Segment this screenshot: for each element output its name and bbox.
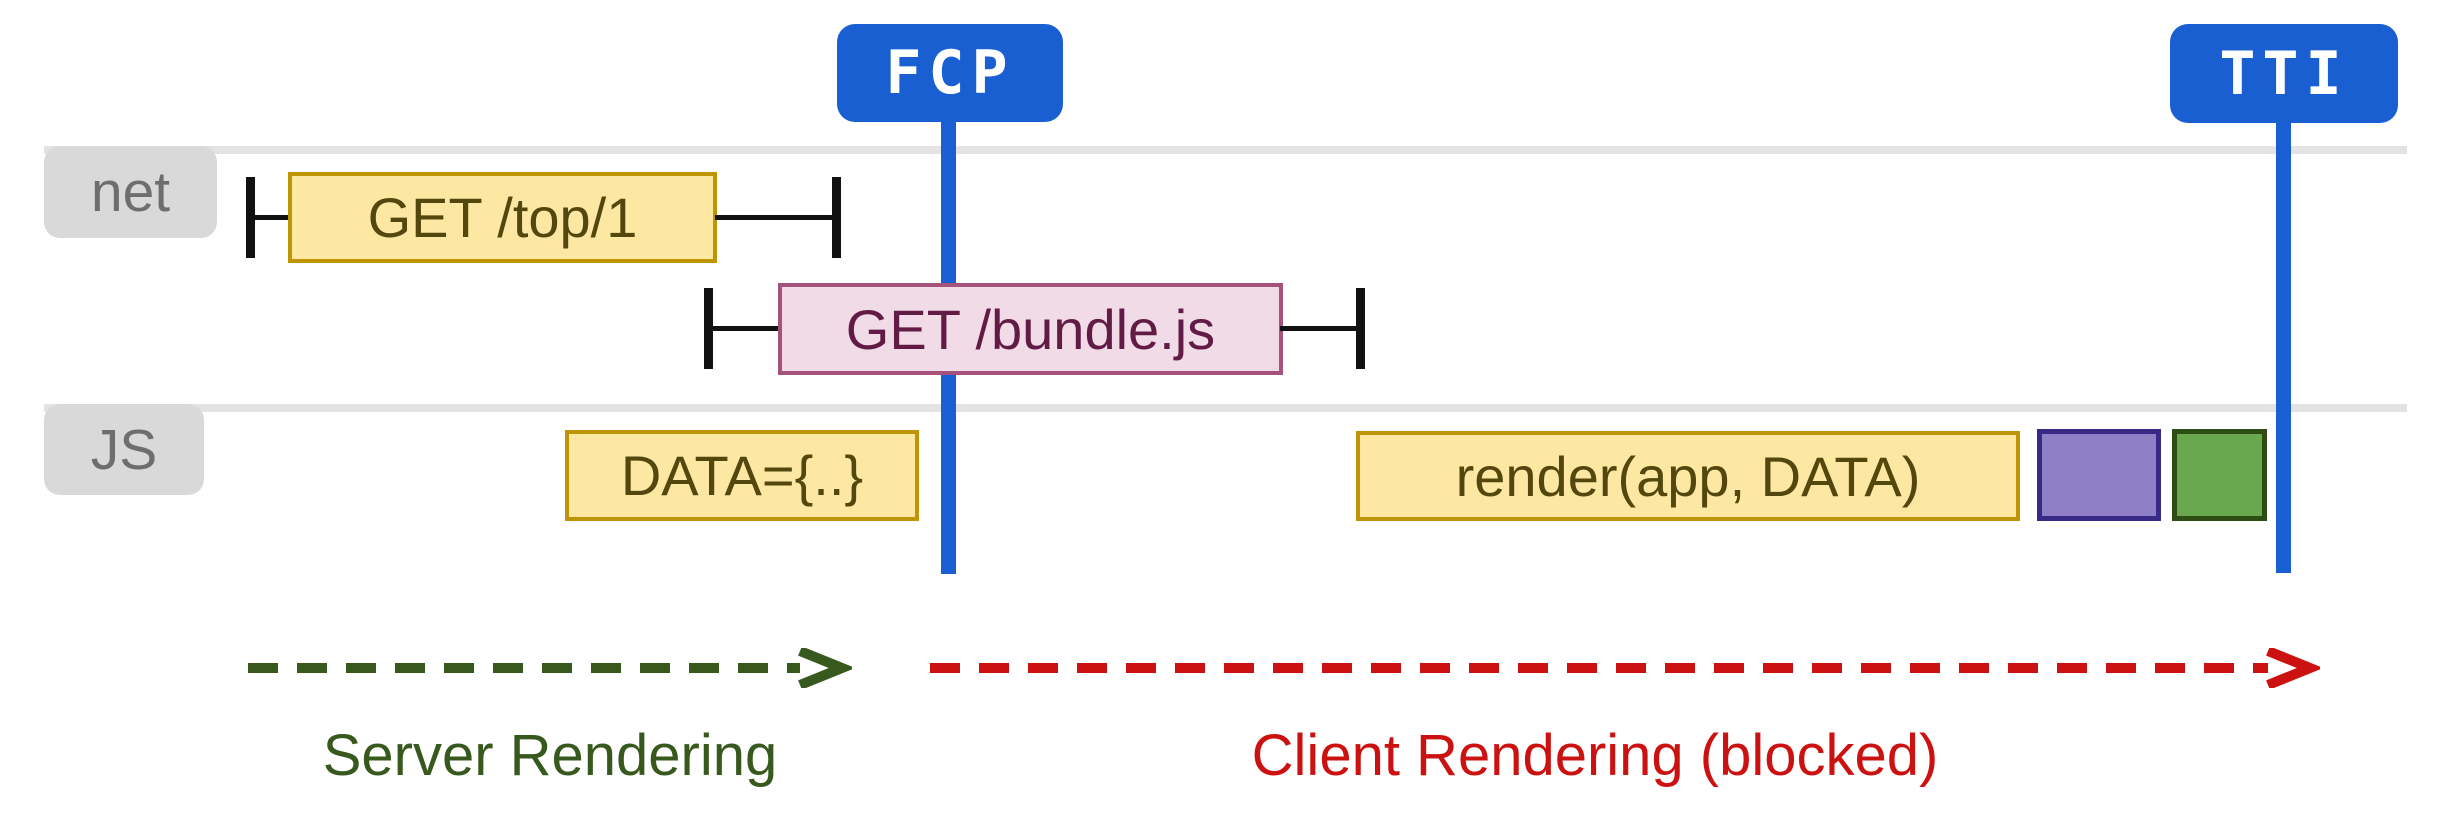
server-rendering-label: Server Rendering: [248, 722, 852, 789]
request-top1-end-whisker: [715, 215, 836, 220]
request-top1-start-whisker: [252, 215, 292, 220]
server-rendering-label-text: Server Rendering: [322, 723, 778, 788]
request-bundlejs-end-tick: [1356, 288, 1365, 369]
fcp-badge: FCP: [837, 24, 1063, 122]
request-top1-bar: GET /top/1: [288, 172, 717, 263]
js-lane-label-text: JS: [90, 417, 158, 482]
js-lane-label: JS: [44, 404, 204, 495]
request-bundlejs-start-tick: [704, 288, 713, 369]
net-lane-label: net: [44, 146, 217, 238]
js-task-purple-bar: [2037, 429, 2161, 521]
client-rendering-arrow: [930, 648, 2320, 688]
net-lane-label-text: net: [90, 160, 171, 224]
js-task-green-bar: [2172, 429, 2267, 521]
js-task-render-bar: render(app, DATA): [1356, 431, 2020, 521]
request-bundlejs-label: GET /bundle.js: [845, 297, 1216, 361]
tti-badge-label: TTI: [2219, 38, 2349, 109]
request-bundlejs-start-whisker: [710, 326, 780, 331]
net-lane-line: [44, 146, 2407, 154]
tti-badge: TTI: [2170, 24, 2398, 123]
js-task-render-label: render(app, DATA): [1455, 444, 1921, 508]
tti-marker-line: [2276, 100, 2291, 573]
request-top1-label: GET /top/1: [367, 186, 638, 249]
request-top1-start-tick: [246, 177, 255, 258]
client-rendering-label-text: Client Rendering (blocked): [1251, 723, 1939, 788]
js-task-data-bar: DATA={..}: [565, 430, 919, 521]
request-bundlejs-end-whisker: [1280, 326, 1360, 331]
fcp-badge-label: FCP: [885, 38, 1015, 108]
client-rendering-label: Client Rendering (blocked): [900, 722, 2290, 789]
js-task-data-label: DATA={..}: [620, 444, 864, 507]
js-lane-line: [44, 404, 2407, 412]
request-bundlejs-bar: GET /bundle.js: [778, 283, 1283, 375]
server-rendering-arrow: [248, 648, 852, 688]
request-top1-end-tick: [832, 177, 841, 258]
